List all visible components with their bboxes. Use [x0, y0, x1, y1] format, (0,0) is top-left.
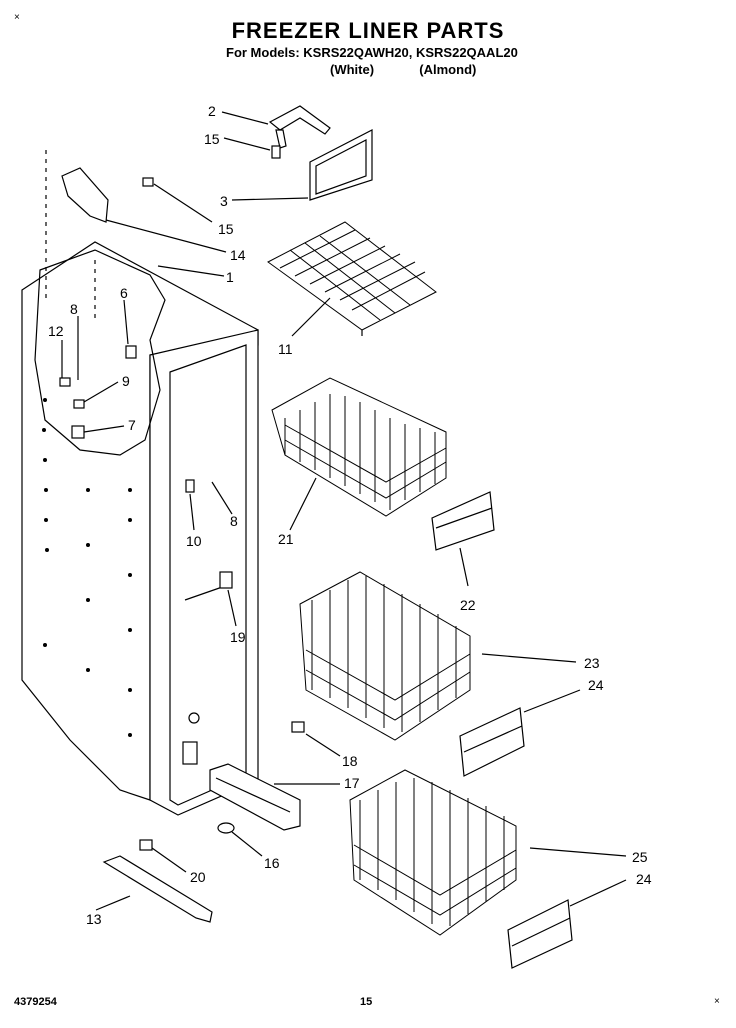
part-freezer-liner: [21, 150, 259, 816]
callout-13: 13: [86, 911, 102, 927]
callout-23: 23: [584, 655, 600, 671]
part-bracket-14: [61, 167, 109, 223]
document-number: 4379254: [14, 996, 57, 1008]
part-middle-basket: [299, 571, 471, 741]
variant-white: (White): [330, 62, 375, 77]
corner-mark-top-left: ×: [14, 12, 20, 23]
part-clips: [59, 345, 233, 589]
variant-almond: (Almond): [419, 62, 477, 77]
callout-15a: 15: [204, 131, 220, 147]
callout-24a: 24: [588, 677, 604, 693]
part-bottom-trim: [209, 763, 301, 831]
corner-mark-bottom-right: ×: [714, 996, 720, 1007]
callout-9: 9: [122, 373, 130, 389]
callout-3: 3: [220, 193, 228, 209]
variant-labels: (White) (Almond): [330, 62, 476, 77]
callout-6: 6: [120, 285, 128, 301]
part-bottom-rail-13: [102, 855, 213, 923]
part-basket-front-24b: [507, 899, 573, 969]
page-number: 15: [360, 996, 373, 1008]
callout-17: 17: [344, 775, 360, 791]
part-screw-15b: [142, 177, 154, 187]
callout-21: 21: [278, 531, 294, 547]
models-line: For Models: KSRS22QAWH20, KSRS22QAAL20: [226, 45, 518, 60]
callout-11: 11: [278, 341, 293, 357]
callout-2: 2: [208, 103, 216, 119]
page-title: FREEZER LINER PARTS: [231, 18, 505, 43]
callout-22: 22: [460, 597, 476, 613]
part-light-shield: [309, 129, 373, 201]
callout-10: 10: [186, 533, 202, 549]
part-lower-basket: [349, 769, 517, 936]
part-wire-shelf: [267, 221, 437, 336]
part-plug-16: [217, 822, 235, 834]
callout-7: 7: [128, 417, 136, 433]
part-basket-front-22: [431, 491, 495, 551]
callout-19: 19: [230, 629, 246, 645]
callout-15b: 15: [218, 221, 234, 237]
callout-14: 14: [230, 247, 246, 263]
part-screw-18: [291, 721, 305, 733]
callout-24b: 24: [636, 871, 652, 887]
callout-20: 20: [190, 869, 206, 885]
part-basket-front-24a: [459, 707, 525, 777]
part-upper-basket: [271, 377, 447, 517]
callout-labels: 2 15 3 15 14 1 6 8 12 9 7 11 21 8 10 22 …: [48, 103, 652, 927]
part-screw-15a: [271, 145, 281, 159]
callout-12: 12: [48, 323, 64, 339]
part-screw-20: [139, 839, 153, 851]
callout-16: 16: [264, 855, 280, 871]
part-top-bracket: [268, 105, 331, 149]
callout-1: 1: [226, 269, 234, 285]
callout-25: 25: [632, 849, 648, 865]
callout-8a: 8: [70, 301, 78, 317]
callout-18: 18: [342, 753, 358, 769]
leader-lines: [61, 111, 627, 911]
callout-8b: 8: [230, 513, 238, 529]
